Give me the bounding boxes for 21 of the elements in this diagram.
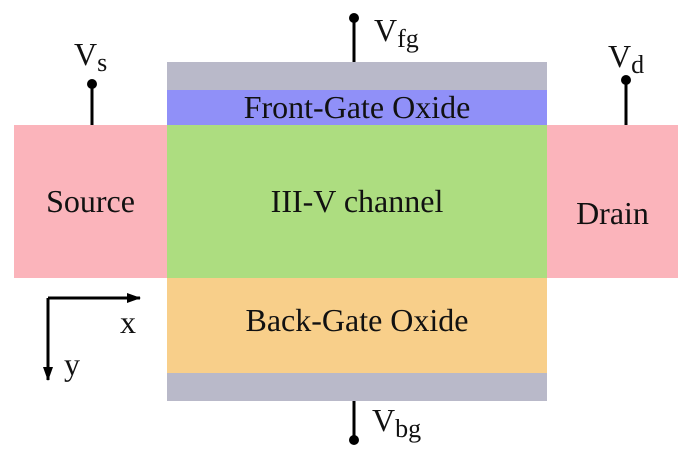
terminal-label: V$_{bg}$ (372, 404, 422, 442)
oxide-layer (167, 278, 547, 373)
gate-electrode (167, 62, 547, 90)
gate-electrode (167, 373, 547, 401)
region-label: III-V channel (270, 183, 444, 220)
terminal-lead (621, 75, 631, 125)
terminal-lead (87, 79, 97, 125)
oxide-layer (167, 90, 547, 125)
terminal-label: V$_{s}$ (74, 38, 108, 76)
region-label: Back-Gate Oxide (245, 302, 468, 340)
source-region (14, 125, 167, 278)
terminal-lead (349, 401, 359, 445)
region-label: Source (46, 183, 135, 220)
region-label: Front-Gate Oxide (244, 89, 470, 126)
terminal-label: V$_{d}$ (608, 40, 644, 78)
axis-label: y (64, 348, 80, 380)
terminal-label: V$_{fg}$ (374, 14, 419, 52)
region-label: Drain (576, 194, 649, 232)
drain-region (547, 125, 678, 278)
axis-label: x (120, 306, 136, 338)
terminal-lead (349, 13, 359, 62)
